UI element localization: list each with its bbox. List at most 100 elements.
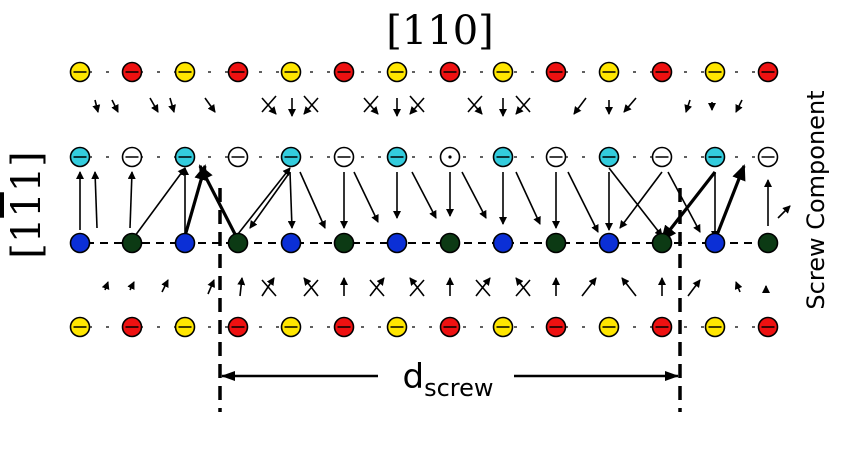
displacement-arrow bbox=[581, 277, 597, 297]
atom-bottom bbox=[757, 316, 779, 338]
displacement-arrow bbox=[111, 99, 119, 113]
displacement-arrow bbox=[249, 171, 291, 229]
displacement-arrow bbox=[713, 164, 746, 241]
atom-top bbox=[492, 61, 514, 83]
displacement-arrow bbox=[237, 277, 246, 297]
atom-top bbox=[439, 61, 461, 83]
atom-top bbox=[227, 61, 249, 83]
side-label-bar: 1 bbox=[4, 192, 50, 217]
atom-upper-middle bbox=[227, 146, 249, 168]
atom-rows bbox=[69, 61, 779, 338]
atom-bottom bbox=[280, 316, 302, 338]
displacement-arrow bbox=[515, 171, 541, 225]
atom-upper-middle bbox=[545, 146, 567, 168]
displacement-arrow bbox=[461, 171, 487, 219]
atom-top bbox=[280, 61, 302, 83]
atom-lower-middle bbox=[757, 232, 779, 254]
displacement-arrow bbox=[573, 97, 587, 115]
displacement-arrow bbox=[567, 171, 599, 233]
atom-top bbox=[598, 61, 620, 83]
width-label-sub: screw bbox=[424, 374, 493, 402]
atom-lower-middle bbox=[704, 232, 726, 254]
atom-bottom bbox=[704, 316, 726, 338]
displacement-arrow bbox=[734, 281, 743, 293]
displacement-arrow bbox=[409, 97, 425, 115]
atom-bottom bbox=[333, 316, 355, 338]
atom-upper-middle bbox=[492, 146, 514, 168]
atom-bottom bbox=[492, 316, 514, 338]
displacement-arrow bbox=[687, 279, 701, 297]
displacement-arrow bbox=[467, 97, 483, 115]
atom-top bbox=[545, 61, 567, 83]
displacement-arrow bbox=[101, 281, 110, 291]
atom-upper-middle bbox=[439, 146, 461, 168]
atom-lower-middle bbox=[492, 232, 514, 254]
width-label-main: d bbox=[402, 357, 424, 397]
cross-hatch-arrows bbox=[261, 279, 531, 297]
displacement-arrow bbox=[303, 97, 319, 115]
screw-component-label: Screw Component bbox=[802, 90, 830, 309]
displacement-arrow bbox=[353, 171, 379, 223]
atom-top bbox=[651, 61, 673, 83]
atom-top bbox=[333, 61, 355, 83]
atom-bottom bbox=[174, 316, 196, 338]
displacement-arrow bbox=[183, 164, 208, 237]
atom-lower-middle bbox=[386, 232, 408, 254]
displacement-arrow bbox=[411, 171, 437, 219]
direction-label-side: [111] bbox=[4, 151, 50, 259]
atom-bottom bbox=[227, 316, 249, 338]
atom-lower-middle bbox=[227, 232, 249, 254]
atom-upper-middle bbox=[69, 146, 91, 168]
displacement-arrow bbox=[363, 97, 379, 115]
atom-bottom bbox=[598, 316, 620, 338]
displacement-arrow bbox=[198, 164, 240, 241]
atom-upper-middle bbox=[598, 146, 620, 168]
cross-hatch-arrows bbox=[261, 95, 531, 113]
displacement-arrow bbox=[127, 281, 135, 291]
atom-top bbox=[69, 61, 91, 83]
atom-upper-middle bbox=[280, 146, 302, 168]
atom-bottom bbox=[651, 316, 673, 338]
displacement-arrow bbox=[204, 97, 216, 113]
displacement-arrow bbox=[660, 171, 717, 242]
atom-upper-middle bbox=[386, 146, 408, 168]
direction-label-top: [110] bbox=[386, 8, 494, 54]
displacement-arrow bbox=[667, 171, 701, 233]
atom-upper-middle bbox=[121, 146, 143, 168]
atom-bottom bbox=[439, 316, 461, 338]
side-label-prefix: [1 bbox=[4, 218, 50, 259]
displacement-arrow bbox=[261, 97, 277, 115]
atom-top bbox=[121, 61, 143, 83]
atom-upper-middle bbox=[704, 146, 726, 168]
side-label-suffix: 1] bbox=[4, 151, 50, 192]
displacement-arrow bbox=[515, 97, 531, 115]
atom-lower-middle bbox=[174, 232, 196, 254]
atom-bottom bbox=[545, 316, 567, 338]
atom-top bbox=[174, 61, 196, 83]
displacement-arrow bbox=[287, 171, 296, 229]
displacement-arrow bbox=[623, 97, 637, 113]
displacement-arrow bbox=[149, 97, 159, 113]
displacement-arrow bbox=[777, 205, 791, 219]
displacement-arrow bbox=[608, 167, 663, 237]
width-label: dscrew bbox=[402, 357, 493, 402]
displacement-arrow bbox=[127, 171, 136, 229]
displacement-arrow bbox=[91, 171, 100, 229]
atom-lower-middle bbox=[598, 232, 620, 254]
atom-top bbox=[757, 61, 779, 83]
displacement-arrow bbox=[684, 99, 693, 113]
atom-lower-middle bbox=[651, 232, 673, 254]
displacement-arrow bbox=[131, 167, 186, 241]
atom-lower-middle bbox=[280, 232, 302, 254]
displacement-arrow bbox=[168, 97, 176, 113]
displacement-arrow bbox=[619, 171, 663, 229]
atom-upper-middle bbox=[333, 146, 355, 168]
displacement-arrow bbox=[299, 171, 326, 229]
atom-lower-middle bbox=[121, 232, 143, 254]
atom-upper-middle bbox=[174, 146, 196, 168]
displacement-arrow bbox=[237, 167, 291, 235]
atom-lower-middle bbox=[439, 232, 461, 254]
svg-text:[111]: [111] bbox=[4, 151, 50, 259]
